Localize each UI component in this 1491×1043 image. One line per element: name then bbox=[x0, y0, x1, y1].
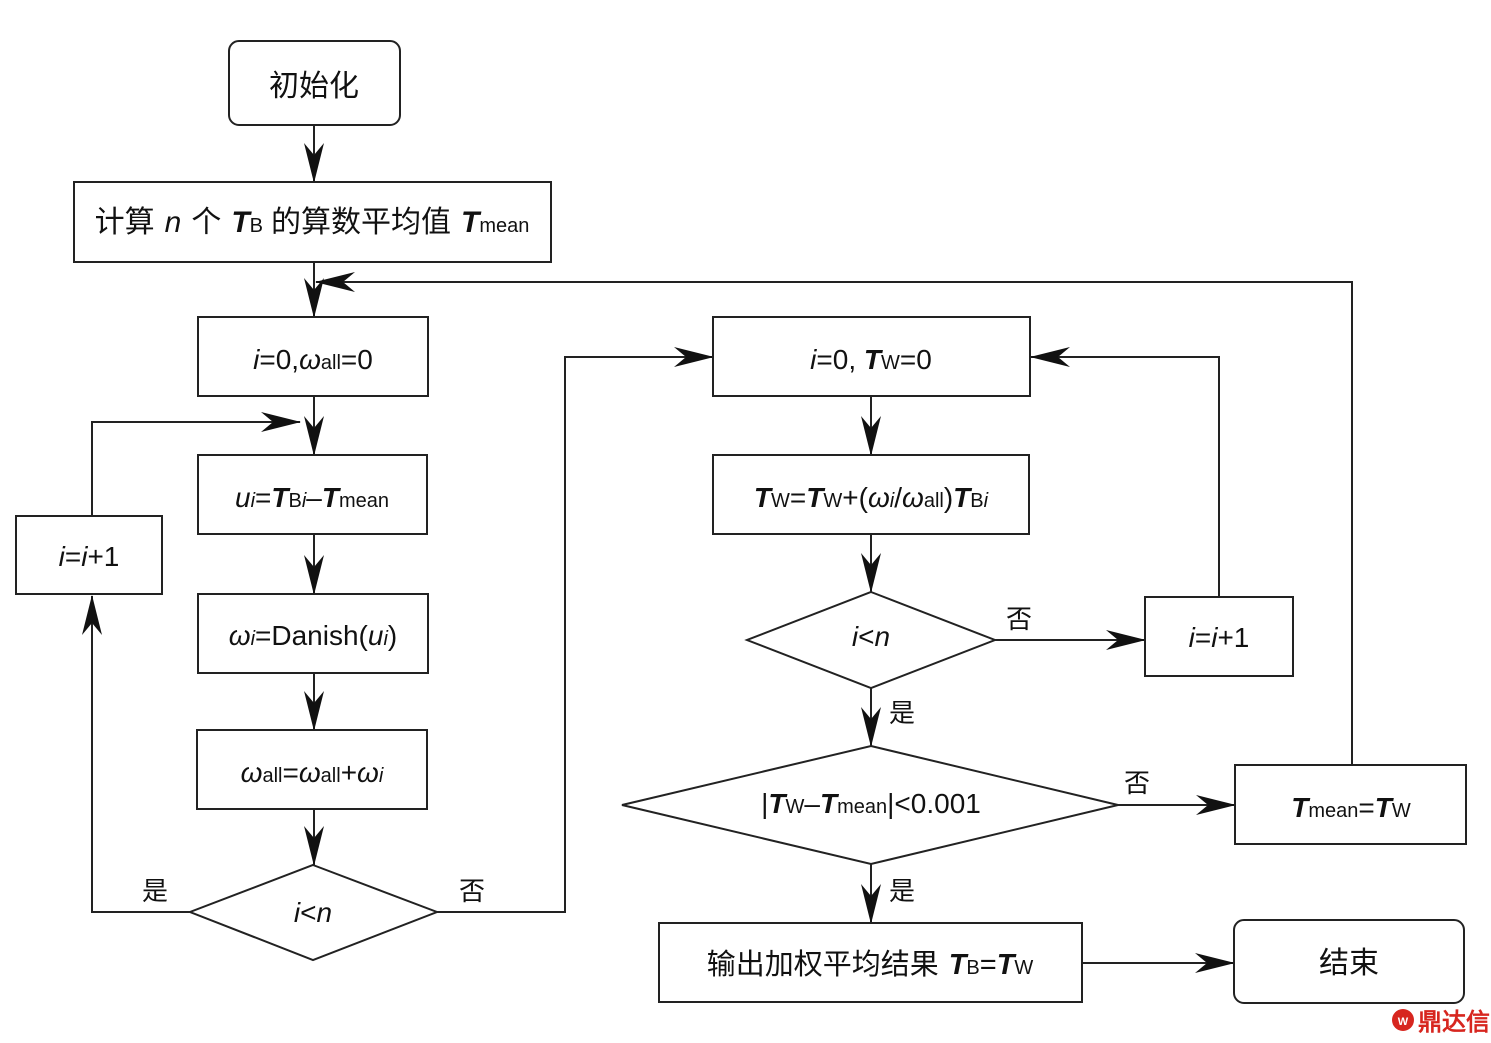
watermark-logo-icon bbox=[1392, 1009, 1414, 1031]
wall-label: ωall=ωall+ωi bbox=[241, 757, 384, 788]
conv-node bbox=[621, 744, 1119, 866]
u-node bbox=[197, 454, 428, 535]
arrow-upd-back-to-loop bbox=[315, 272, 1353, 765]
tw-init-node bbox=[712, 316, 1031, 397]
inc-left-node bbox=[15, 515, 163, 595]
omega-label: ωi=Danish(ui) bbox=[229, 620, 397, 651]
u-label: ui=TBi–Tmean bbox=[235, 482, 389, 513]
no-label-conv: 否 bbox=[1124, 769, 1150, 799]
inc-right-node bbox=[1144, 596, 1294, 677]
arrow-inc-right-back-to-tw bbox=[1030, 347, 1220, 597]
cond-left-node bbox=[187, 863, 440, 962]
tw-init-label: i=0, TW=0 bbox=[810, 344, 932, 375]
no-label-left: 否 bbox=[459, 877, 485, 907]
arrow-cond-yes-to-inc bbox=[82, 595, 190, 913]
sum-node bbox=[712, 454, 1030, 535]
svg-text:W: W bbox=[1398, 1016, 1409, 1028]
connectors bbox=[82, 125, 1353, 973]
output-node bbox=[658, 922, 1083, 1003]
end-label: 结束 bbox=[1319, 946, 1379, 981]
yes-label-conv: 是 bbox=[889, 877, 915, 907]
cond-right-node bbox=[744, 590, 998, 690]
no-label-right: 否 bbox=[1006, 605, 1032, 635]
inc-right-label: i=i+1 bbox=[1189, 622, 1250, 653]
yes-label-right: 是 bbox=[889, 699, 915, 729]
init-node bbox=[228, 40, 401, 126]
wall-node bbox=[196, 729, 428, 810]
init-loop-node bbox=[197, 316, 429, 397]
arrow-cond-no-to-tw bbox=[437, 347, 714, 913]
inc-left-label: i=i+1 bbox=[59, 541, 120, 572]
watermark: W 鼎达信 bbox=[1392, 1008, 1490, 1036]
cond-left-label: i<n bbox=[294, 897, 332, 928]
init-label: 初始化 bbox=[269, 69, 359, 104]
omega-node bbox=[197, 593, 429, 674]
end-node bbox=[1233, 919, 1465, 1004]
arrow-inc-back-to-loop bbox=[91, 412, 301, 516]
conv-label: |TW–Tmean|<0.001 bbox=[761, 788, 981, 819]
sum-label: TW=TW+(ωi/ωall)TBi bbox=[754, 482, 989, 513]
cond-right-label: i<n bbox=[852, 621, 890, 652]
node-shapes bbox=[15, 40, 1467, 1004]
yes-label-left: 是 bbox=[142, 877, 168, 907]
update-label: Tmean=TW bbox=[1291, 792, 1411, 823]
watermark-text: 鼎达信 bbox=[1418, 1008, 1490, 1036]
mean-node bbox=[73, 181, 552, 263]
init-loop-label: i=0,ωall=0 bbox=[253, 344, 373, 375]
update-node bbox=[1234, 764, 1467, 845]
